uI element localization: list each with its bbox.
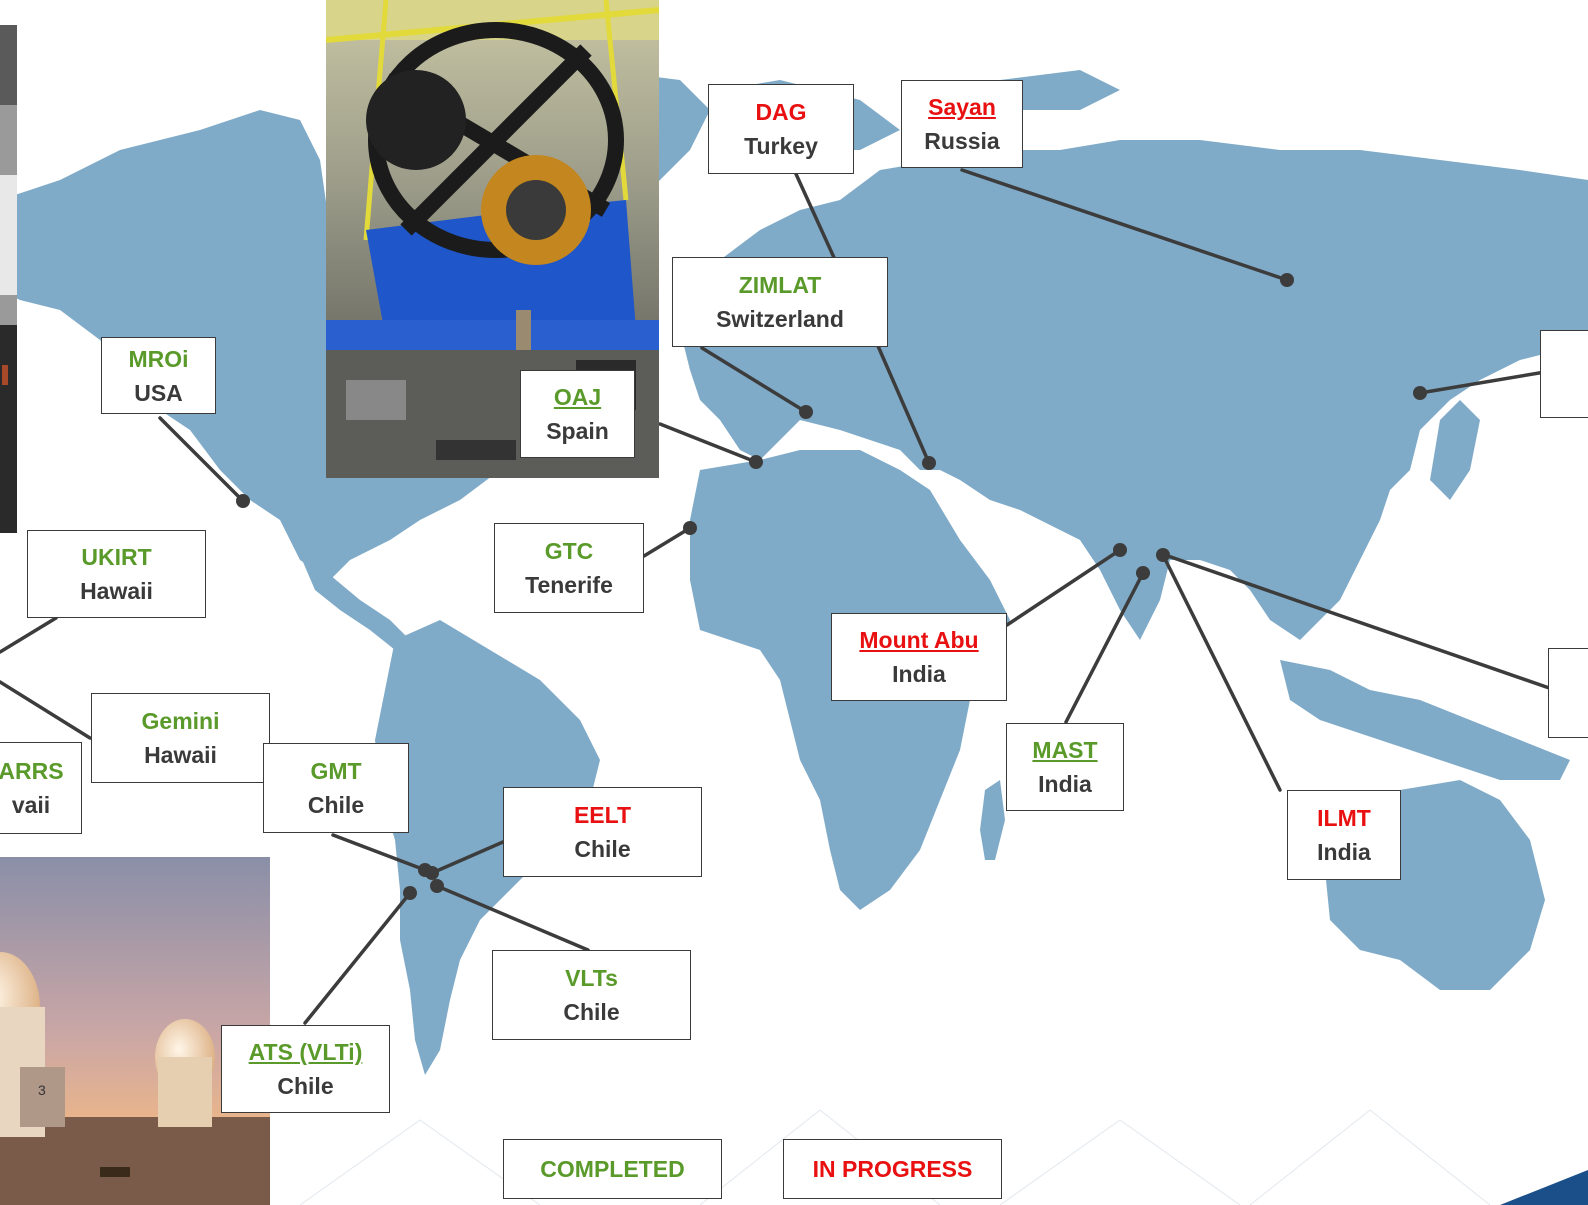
- site-label-starrs: ARRS vaii: [0, 742, 82, 834]
- dot-gtc: [683, 521, 697, 535]
- site-place: Russia: [924, 128, 1000, 154]
- site-place: Switzerland: [716, 306, 844, 332]
- site-label-ukirt: UKIRT Hawaii: [27, 530, 206, 618]
- connector-ukirt: [0, 616, 58, 654]
- clipped-label-right-upper: [1540, 330, 1588, 418]
- dot-mroi: [236, 494, 250, 508]
- site-name: ATS (VLTi): [248, 1039, 363, 1065]
- photo-telescope-lab: [326, 0, 659, 478]
- connector-mroi: [158, 416, 245, 503]
- connector-ilmt: [1161, 553, 1282, 792]
- site-place: Chile: [307, 792, 365, 818]
- legend-in-progress-text: IN PROGRESS: [812, 1156, 973, 1182]
- connector-mountabu: [1005, 548, 1122, 627]
- connector-oaj: [658, 422, 758, 464]
- site-place: Chile: [574, 836, 631, 862]
- connector-lines: [0, 168, 1557, 1025]
- corner-accent: [1500, 1170, 1588, 1205]
- dot-zimlat: [799, 405, 813, 419]
- location-dots: [236, 273, 1427, 900]
- dot-far-east: [1413, 386, 1427, 400]
- site-place: Spain: [546, 418, 609, 444]
- connector-gtc: [642, 526, 692, 558]
- site-name: MROi: [128, 345, 189, 372]
- site-label-gmt: GMT Chile: [263, 743, 409, 833]
- land-southeast-asia: [1280, 660, 1570, 780]
- site-name: OAJ: [553, 384, 602, 410]
- site-place: Tenerife: [525, 572, 613, 598]
- legend-completed-text: COMPLETED: [540, 1156, 685, 1182]
- site-label-dag: DAG Turkey: [708, 84, 854, 174]
- connector-gemini: [0, 680, 92, 740]
- site-place: India: [1038, 771, 1092, 797]
- dot-sayan: [1280, 273, 1294, 287]
- photo-observatory-left: [0, 25, 17, 533]
- site-label-mast: MAST India: [1006, 723, 1124, 811]
- site-label-ats: ATS (VLTi) Chile: [221, 1025, 390, 1113]
- legend-in-progress: IN PROGRESS: [783, 1139, 1002, 1199]
- connector-dag: [794, 172, 838, 264]
- connector-zimlat-secondary: [876, 344, 931, 465]
- dot-ats: [403, 886, 417, 900]
- site-name: Gemini: [141, 708, 220, 734]
- connector-mast: [1064, 571, 1145, 724]
- site-name: Mount Abu: [859, 627, 979, 653]
- site-label-zimlat: ZIMLAT Switzerland: [672, 257, 888, 347]
- connector-sayan: [960, 168, 1289, 282]
- land-eurasia: [680, 140, 1588, 640]
- site-label-eelt: EELT Chile: [503, 787, 702, 877]
- site-name: DAG: [755, 99, 807, 125]
- site-label-oaj: OAJ Spain: [520, 370, 635, 458]
- site-name: ILMT: [1317, 805, 1371, 831]
- connector-zimlat: [700, 346, 808, 414]
- connector-vlts: [435, 884, 590, 952]
- connector-eelt: [430, 840, 505, 875]
- site-label-gtc: GTC Tenerife: [494, 523, 644, 613]
- connector-far-east: [1418, 370, 1547, 395]
- site-place: Turkey: [744, 133, 818, 159]
- clipped-label-right-lower: [1548, 648, 1588, 738]
- legend-completed: COMPLETED: [503, 1139, 722, 1199]
- connector-gmt: [331, 833, 427, 872]
- site-name: UKIRT: [81, 544, 152, 570]
- dot-mast: [1136, 566, 1150, 580]
- site-name: VLTs: [565, 965, 618, 991]
- connector-far-southeast: [1166, 554, 1557, 692]
- site-place: Chile: [277, 1073, 334, 1099]
- site-place: India: [892, 661, 946, 687]
- site-label-ilmt: ILMT India: [1287, 790, 1401, 880]
- dot-oaj: [749, 455, 763, 469]
- site-name: GTC: [544, 538, 594, 564]
- site-name: ZIMLAT: [738, 272, 822, 298]
- site-name: GMT: [310, 758, 362, 784]
- site-name: Sayan: [928, 94, 996, 120]
- site-name: MAST: [1032, 737, 1098, 763]
- land-madagascar: [980, 780, 1005, 860]
- site-place: Hawaii: [144, 742, 217, 768]
- land-japan: [1430, 400, 1480, 500]
- svg-text:3: 3: [38, 1082, 46, 1098]
- land-central-america: [300, 555, 410, 650]
- dot-mountabu: [1113, 543, 1127, 557]
- site-name: EELT: [573, 802, 632, 828]
- site-place: Chile: [563, 999, 620, 1025]
- site-place: USA: [134, 379, 183, 406]
- site-place: India: [1317, 839, 1371, 865]
- site-place: vaii: [11, 792, 51, 818]
- dot-zimlat-secondary: [922, 456, 936, 470]
- dot-eelt: [425, 866, 439, 880]
- photo-auxiliary-telescopes: 3: [0, 857, 270, 1205]
- site-name: ARRS: [0, 758, 64, 784]
- dot-ilmt: [1156, 548, 1170, 562]
- dot-vlts: [430, 879, 444, 893]
- site-place: Hawaii: [80, 578, 153, 604]
- connector-ats: [303, 891, 412, 1025]
